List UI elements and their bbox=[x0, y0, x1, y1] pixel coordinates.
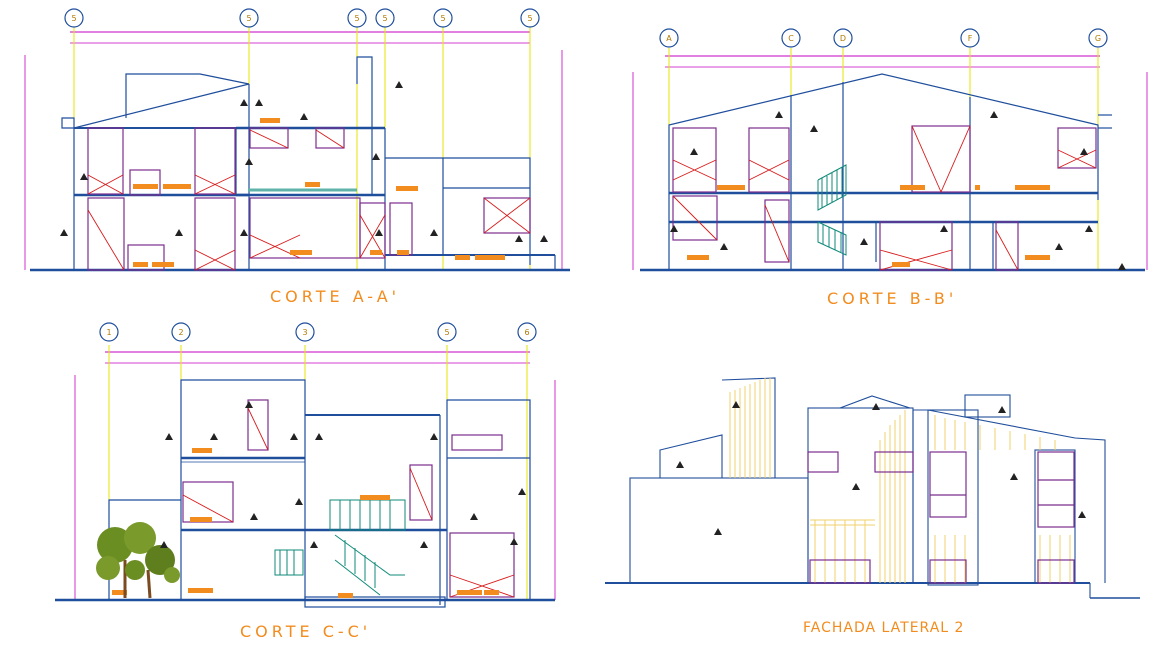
section-b-drawing: A C D F G bbox=[632, 28, 1148, 272]
grid-bubble-a-5: 5 bbox=[440, 14, 445, 23]
grid-bubble-b-1: A bbox=[666, 34, 672, 43]
grid-bubble-a-6: 5 bbox=[527, 14, 532, 23]
grid-bubble-b-2: C bbox=[788, 34, 794, 43]
section-a-title: CORTE A-A' bbox=[270, 287, 400, 306]
grid-bubble-a-4: 5 bbox=[382, 14, 387, 23]
section-b-title: CORTE B-B' bbox=[827, 289, 957, 308]
facade-title: FACHADA LATERAL 2 bbox=[803, 620, 964, 636]
grid-bubble-b-4: F bbox=[968, 34, 973, 43]
grid-bubble-c-4: 5 bbox=[444, 328, 449, 337]
grid-bubble-c-2: 2 bbox=[178, 328, 183, 337]
section-c-title: CORTE C-C' bbox=[240, 622, 371, 641]
grid-bubble-b-5: G bbox=[1095, 34, 1101, 43]
grid-bubble-c-5: 6 bbox=[524, 328, 529, 337]
facade-drawing bbox=[605, 377, 1140, 599]
grid-bubble-c-1: 1 bbox=[106, 328, 111, 337]
tree-icon bbox=[96, 522, 180, 599]
grid-bubble-a-2: 5 bbox=[246, 14, 251, 23]
section-a-drawing: 5 5 5 5 5 5 bbox=[24, 8, 570, 272]
grid-bubble-b-3: D bbox=[840, 34, 846, 43]
grid-bubble-c-3: 3 bbox=[302, 328, 307, 337]
grid-bubble-a-3: 5 bbox=[354, 14, 359, 23]
section-c-drawing: 1 2 3 5 6 bbox=[55, 322, 556, 608]
grid-bubble-a-1: 5 bbox=[71, 14, 76, 23]
